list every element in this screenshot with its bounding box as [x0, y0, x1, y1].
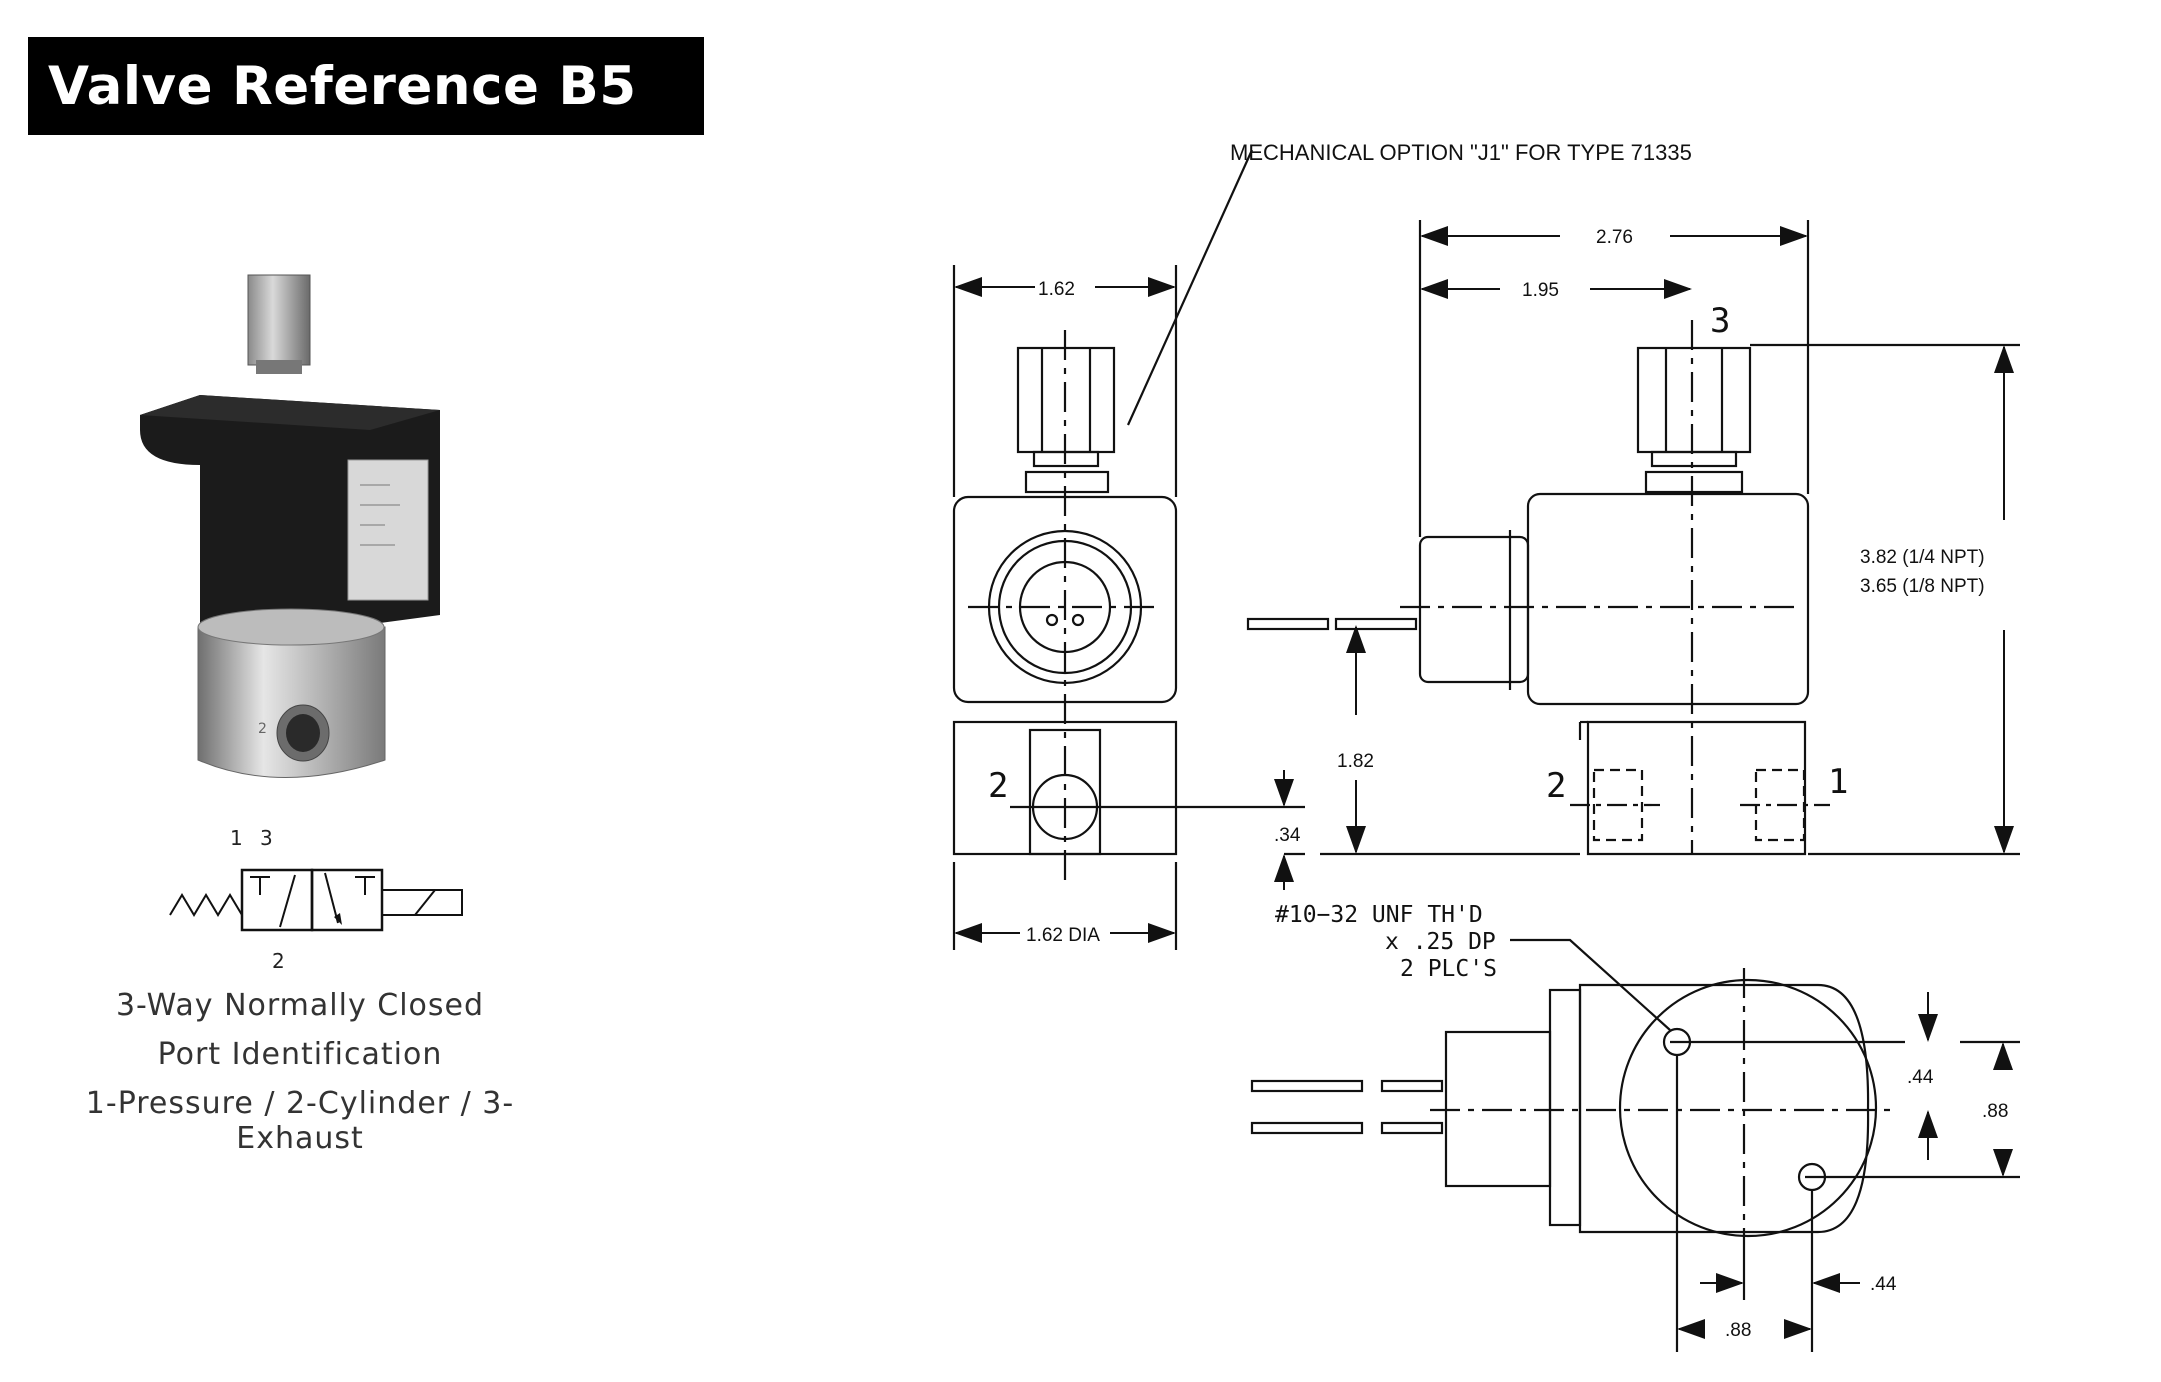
- thread-spec-line-1: #10−32 UNF TH'D: [1275, 902, 1483, 928]
- bottom-view-body: [1578, 983, 1870, 1234]
- port-label-side-2: 2: [1546, 766, 1566, 806]
- symbol-port-2: 2: [272, 949, 285, 973]
- port-label-side-1: 1: [1828, 762, 1848, 802]
- dim-height-quarter-npt: 3.82 (1/4 NPT): [1860, 547, 1985, 568]
- dim-hole-span-x: .88: [1725, 1320, 1751, 1341]
- thread-spec-line-3: 2 PLC'S: [1400, 956, 1497, 982]
- caption-port-identification: Port Identification: [157, 1037, 443, 1072]
- svg-text:2: 2: [258, 721, 267, 737]
- port-label-side-3: 3: [1710, 301, 1730, 341]
- port-label-front-2: 2: [988, 766, 1008, 806]
- thread-spec-line-2: x .25 DP: [1385, 929, 1496, 955]
- valve-photo: 2: [140, 274, 440, 778]
- mechanical-option-label: MECHANICAL OPTION "J1" FOR TYPE 71335: [1230, 140, 1692, 165]
- dim-width-top: 1.62: [1038, 279, 1075, 300]
- side-view-coil: [1526, 492, 1810, 706]
- valve-symbol: 1 3 2: [169, 826, 463, 973]
- dim-hole-offset-y: .44: [1907, 1067, 1934, 1088]
- dim-hole-span-y: .88: [1982, 1101, 2008, 1122]
- caption-valve-type: 3-Way Normally Closed: [115, 988, 485, 1023]
- symbol-port-1: 1: [230, 826, 243, 850]
- dim-lead-height: 1.82: [1337, 751, 1374, 772]
- dim-overall-length: 2.76: [1596, 227, 1633, 248]
- dim-base-diameter: 1.62 DIA: [1026, 925, 1100, 946]
- page-title: Valve Reference B5: [28, 37, 704, 135]
- page-title-text: Valve Reference B5: [48, 55, 637, 117]
- caption-port-list: 1-Pressure / 2-Cylinder / 3-Exhaust: [85, 1086, 515, 1156]
- dim-length-to-port: 1.95: [1522, 280, 1559, 301]
- dim-height-eighth-npt: 3.65 (1/8 NPT): [1860, 576, 1985, 597]
- dim-hole-offset-x: .44: [1870, 1274, 1897, 1295]
- symbol-port-3: 3: [260, 826, 273, 850]
- dim-port-offset: .34: [1274, 825, 1301, 846]
